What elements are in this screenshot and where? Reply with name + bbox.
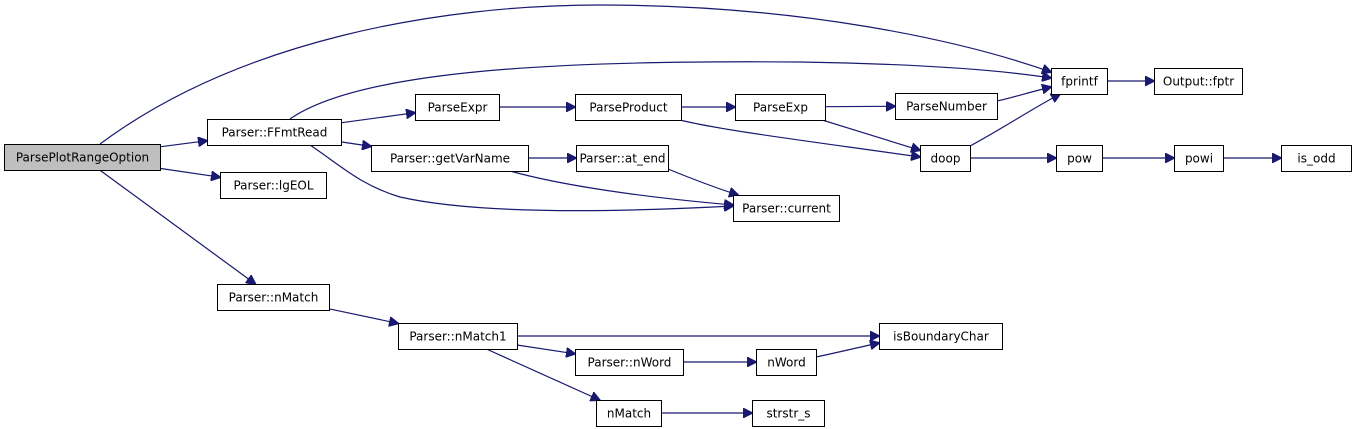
node-label: Output::fptr — [1163, 75, 1234, 89]
edge-parseplotrangeoption-to-ffmtread — [159, 141, 207, 148]
node-box — [1154, 68, 1243, 95]
nodes-layer: ParsePlotRangeOptionParser::FFmtReadPars… — [4, 68, 1352, 427]
node-label: Parser::nMatch1 — [409, 330, 506, 344]
node-label: ParseExp — [753, 101, 808, 115]
node-label: Parser::nMatch — [229, 291, 319, 305]
edge-nword-to-isboundarychar — [815, 343, 879, 358]
edge-ffmtread-to-parseexpr — [340, 113, 415, 124]
edge-ffmtread-to-getvarname — [340, 142, 371, 147]
node-at-end[interactable]: Parser::at_end — [576, 145, 669, 172]
edge-parsenumber-to-fprintf — [996, 87, 1051, 102]
node-label: ParseNumber — [906, 100, 987, 114]
node-fprintf[interactable]: fprintf — [1051, 68, 1108, 95]
node-label: powi — [1185, 152, 1213, 166]
edge-at-end-to-current — [667, 168, 738, 195]
node-box — [220, 172, 327, 199]
node-box — [398, 323, 518, 350]
node-label: nMatch — [607, 407, 651, 421]
node-box — [371, 145, 529, 172]
edge-nmatch1-to-parser-nword — [516, 344, 575, 354]
node-label: Parser::current — [742, 202, 831, 216]
node-label: Parser::nWord — [588, 356, 672, 370]
node-label: Parser::getVarName — [390, 152, 510, 166]
node-powi[interactable]: powi — [1174, 145, 1224, 172]
edge-parseproduct-to-doop — [679, 119, 920, 157]
node-label: fprintf — [1061, 75, 1098, 89]
edge-ffmtread-to-current — [309, 144, 733, 211]
node-box — [217, 284, 330, 311]
edge-parseplotrangeoption-to-parser-nmatch — [99, 169, 256, 284]
node-strstr-s[interactable]: strstr_s — [752, 400, 825, 427]
node-parseproduct[interactable]: ParseProduct — [575, 94, 682, 121]
node-label: Parser::lgEOL — [233, 179, 313, 193]
node-box — [1174, 145, 1224, 172]
node-parsenumber[interactable]: ParseNumber — [895, 93, 998, 120]
node-label: ParsePlotRangeOption — [16, 151, 149, 165]
edges-layer — [99, 4, 1281, 413]
node-label: isBoundaryChar — [893, 330, 989, 344]
node-label: strstr_s — [766, 407, 810, 421]
node-box — [879, 323, 1003, 350]
node-isboundarychar[interactable]: isBoundaryChar — [879, 323, 1003, 350]
node-box — [1051, 68, 1108, 95]
edge-nmatch1-to-nmatch — [486, 348, 599, 400]
node-nword[interactable]: nWord — [756, 349, 817, 376]
node-label: ParseExpr — [428, 101, 488, 115]
node-parseplotrangeoption[interactable]: ParsePlotRangeOption — [4, 144, 161, 171]
node-box — [4, 144, 161, 171]
node-label: ParseProduct — [589, 101, 667, 115]
node-label: Parser::FFmtRead — [222, 126, 328, 140]
edge-parseplotrangeoption-to-lgeol — [159, 167, 220, 177]
node-box — [735, 94, 826, 121]
node-box — [575, 94, 682, 121]
node-box — [1281, 145, 1352, 172]
node-parser-nword[interactable]: Parser::nWord — [575, 349, 684, 376]
node-box — [895, 93, 998, 120]
node-box — [756, 349, 817, 376]
node-parseexp[interactable]: ParseExp — [735, 94, 826, 121]
node-is-odd[interactable]: is_odd — [1281, 145, 1352, 172]
edge-getvarname-to-current — [509, 170, 733, 205]
node-box — [415, 94, 500, 121]
node-box — [752, 400, 825, 427]
node-box — [733, 195, 840, 222]
node-ffmtread[interactable]: Parser::FFmtRead — [207, 119, 342, 146]
edge-ffmtread-to-fprintf — [289, 61, 1051, 120]
node-nmatch1[interactable]: Parser::nMatch1 — [398, 323, 518, 350]
edge-doop-to-fprintf — [969, 94, 1060, 147]
node-label: nWord — [767, 356, 805, 370]
node-box — [576, 145, 669, 172]
node-parseexpr[interactable]: ParseExpr — [415, 94, 500, 121]
node-label: pow — [1067, 152, 1092, 166]
node-box — [575, 349, 684, 376]
node-label: doop — [931, 152, 961, 166]
node-current[interactable]: Parser::current — [733, 195, 840, 222]
edge-parseexp-to-doop — [821, 119, 920, 150]
node-box — [920, 145, 971, 172]
node-pow[interactable]: pow — [1056, 145, 1103, 172]
node-doop[interactable]: doop — [920, 145, 971, 172]
edge-parseplotrangeoption-to-fprintf — [99, 4, 1051, 145]
node-box — [207, 119, 342, 146]
node-box — [596, 400, 662, 427]
node-box — [1056, 145, 1103, 172]
node-label: Parser::at_end — [579, 152, 665, 166]
node-lgeol[interactable]: Parser::lgEOL — [220, 172, 327, 199]
node-parser-nmatch[interactable]: Parser::nMatch — [217, 284, 330, 311]
edge-parser-nmatch-to-nmatch1 — [328, 308, 398, 324]
node-nmatch[interactable]: nMatch — [596, 400, 662, 427]
node-label: is_odd — [1297, 152, 1335, 166]
node-output-fptr[interactable]: Output::fptr — [1154, 68, 1243, 95]
node-getvarname[interactable]: Parser::getVarName — [371, 145, 529, 172]
